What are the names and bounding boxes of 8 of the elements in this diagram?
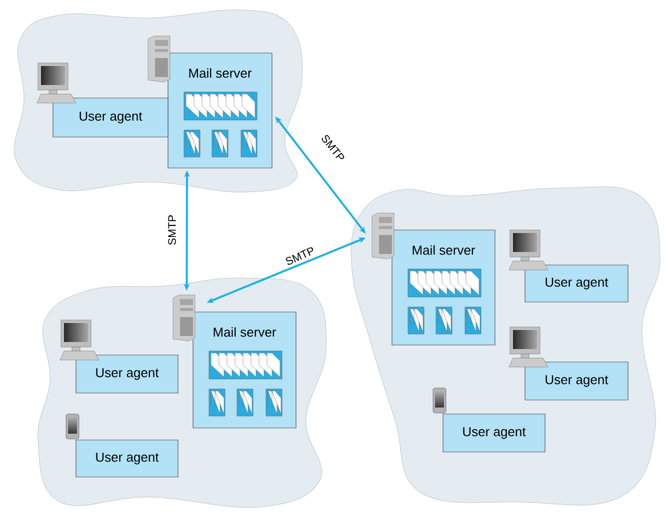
edge-label: SMTP bbox=[167, 214, 177, 246]
user-agent-box: User agent bbox=[76, 354, 178, 394]
user-agent-box: User agent bbox=[442, 414, 546, 452]
user-agent-box: User agent bbox=[76, 440, 178, 478]
user-agent-box: User agent bbox=[524, 362, 628, 400]
user-agent-box: User agent bbox=[52, 98, 168, 138]
edge-label: SMTP bbox=[283, 244, 317, 268]
user-agent-box: User agent bbox=[524, 264, 628, 302]
